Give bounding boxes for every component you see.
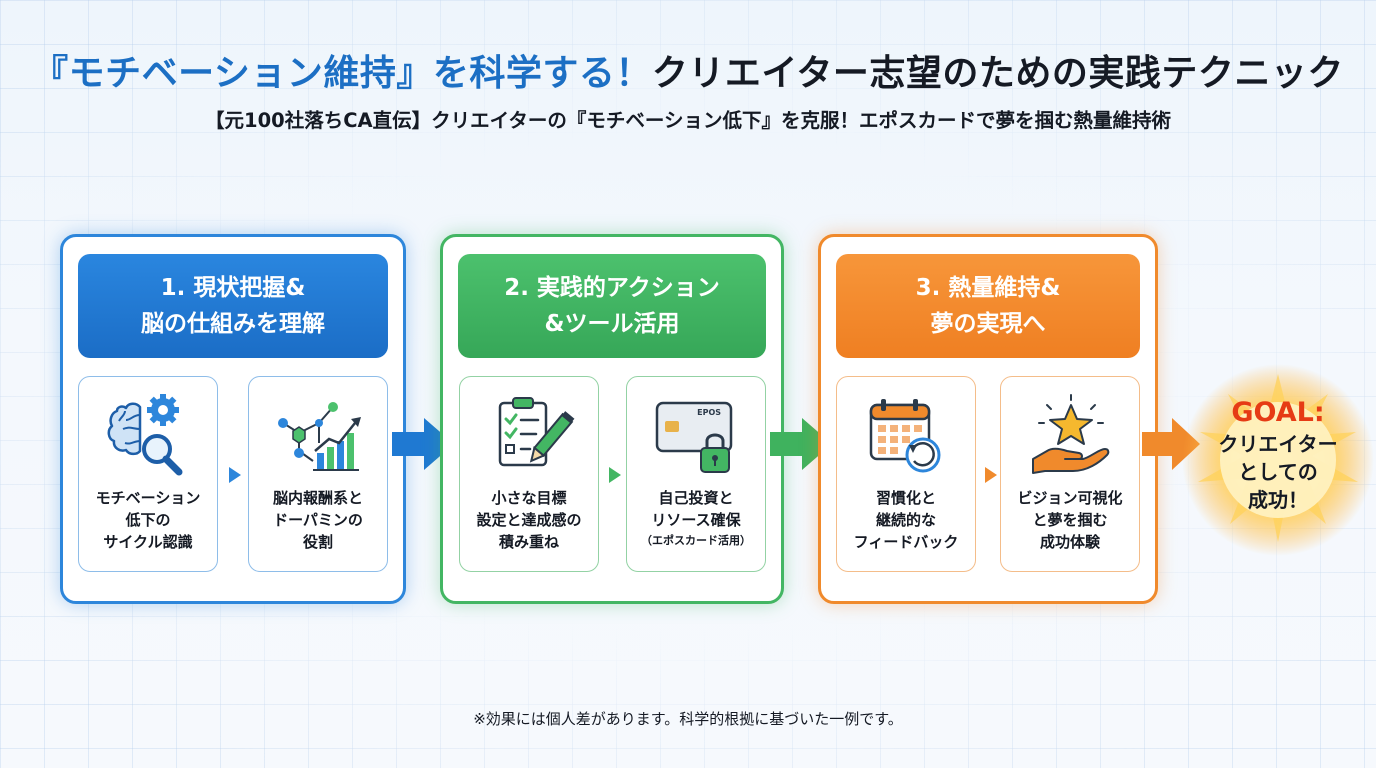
step-2-header-line-1: 2. 実践的アクション bbox=[504, 275, 720, 301]
card-brand-label: EPOS bbox=[697, 408, 721, 417]
card-text-line: 継続的な bbox=[875, 511, 936, 529]
card-text-line: 低下の bbox=[125, 511, 171, 529]
card-text-note: （エポスカード活用） bbox=[641, 534, 751, 547]
card-text-line: 脳内報酬系と bbox=[272, 489, 363, 507]
mini-arrow-icon bbox=[229, 467, 241, 483]
goal-badge: GOAL: クリエイター としての 成功！ bbox=[1180, 360, 1376, 560]
card-text: 自己投資と リソース確保 （エポスカード活用） bbox=[631, 487, 761, 551]
hand-star-icon bbox=[1032, 394, 1110, 474]
step-1-card-2: 脳内報酬系と ドーパミンの 役割 bbox=[248, 376, 388, 572]
step-arrow-icon bbox=[392, 418, 454, 470]
mini-arrow-icon bbox=[985, 467, 997, 483]
molecule-growth-chart-icon bbox=[278, 402, 361, 471]
step-3-header-line-1: 3. 熱量維持& bbox=[915, 275, 1061, 301]
step-1-header-line-2: 脳の仕組みを理解 bbox=[141, 311, 325, 337]
card-text-line: と夢を掴む bbox=[1032, 511, 1108, 529]
step-3-card-2: ビジョン可視化 と夢を掴む 成功体験 bbox=[1000, 376, 1140, 572]
step-3-panel: 3. 熱量維持& 夢の実現へ 習慣化と 継続的な フィードバック bbox=[818, 234, 1158, 604]
mini-arrow-icon bbox=[609, 467, 621, 483]
card-text-line: 役割 bbox=[302, 533, 333, 551]
step-2-card-1: 小さな目標 設定と達成感の 積み重ね bbox=[459, 376, 599, 572]
step-3-card-1: 習慣化と 継続的な フィードバック bbox=[836, 376, 976, 572]
card-text: 脳内報酬系と ドーパミンの 役割 bbox=[253, 487, 383, 553]
card-text-line: 積み重ね bbox=[498, 533, 559, 551]
page-subtitle: 【元100社落ちCA直伝】クリエイターの『モチベーション低下』を克服！エポスカー… bbox=[205, 109, 1171, 132]
card-text: モチベーション 低下の サイクル認識 bbox=[83, 487, 213, 553]
step-2-header-line-2: &ツール活用 bbox=[544, 311, 680, 337]
step-2-card-2: EPOS 自己投資と リソース確保 （エポスカード活用） bbox=[626, 376, 766, 572]
card-text-line: モチベーション bbox=[95, 489, 201, 507]
step-1-panel: 1. 現状把握& 脳の仕組みを理解 モチベーション 低下の サイクル認 bbox=[60, 234, 406, 604]
card-text-line: フィードバック bbox=[853, 533, 959, 551]
card-text-line: 習慣化と bbox=[875, 489, 936, 507]
step-2-panel: 2. 実践的アクション &ツール活用 小さな目標 設定と達成感の 積み重ね bbox=[440, 234, 784, 604]
card-text-line: 成功体験 bbox=[1039, 533, 1100, 551]
checklist-pencil-icon bbox=[498, 397, 575, 467]
goal-text: GOAL: クリエイター としての 成功！ bbox=[1180, 396, 1376, 514]
page-title-accent: 『モチベーション維持』を科学する！ bbox=[32, 53, 652, 94]
page-title: 『モチベーション維持』を科学する！クリエイター志望のための実践テクニック bbox=[0, 44, 1376, 96]
card-text: 習慣化と 継続的な フィードバック bbox=[841, 487, 971, 553]
card-text: ビジョン可視化 と夢を掴む 成功体験 bbox=[1005, 487, 1135, 553]
card-text-line: 設定と達成感の bbox=[476, 511, 582, 529]
step-1-header: 1. 現状把握& 脳の仕組みを理解 bbox=[78, 254, 388, 358]
card-text-line: ビジョン可視化 bbox=[1017, 489, 1123, 507]
calendar-refresh-icon bbox=[869, 399, 941, 473]
starburst-icon bbox=[1182, 364, 1374, 556]
goal-line: としての bbox=[1238, 460, 1318, 484]
credit-card-lock-icon: EPOS bbox=[655, 401, 733, 473]
goal-title: GOAL: bbox=[1231, 397, 1325, 428]
step-2-header: 2. 実践的アクション &ツール活用 bbox=[458, 254, 766, 358]
brain-gear-magnifier-icon bbox=[107, 394, 183, 476]
step-1-header-line-1: 1. 現状把握& bbox=[160, 275, 306, 301]
card-text-line: 自己投資と bbox=[658, 489, 734, 507]
card-text-line: リソース確保 bbox=[651, 511, 741, 529]
step-1-card-1: モチベーション 低下の サイクル認識 bbox=[78, 376, 218, 572]
goal-line: クリエイター bbox=[1218, 432, 1338, 456]
step-arrow-icon bbox=[770, 418, 832, 470]
card-text-line: ドーパミンの bbox=[273, 511, 363, 529]
page-title-main: クリエイター志望のための実践テクニック bbox=[651, 53, 1344, 94]
card-text-line: サイクル認識 bbox=[103, 533, 193, 551]
card-text: 小さな目標 設定と達成感の 積み重ね bbox=[464, 487, 594, 553]
card-text-line: 小さな目標 bbox=[491, 489, 567, 507]
goal-line: 成功！ bbox=[1248, 488, 1308, 512]
step-3-header-line-2: 夢の実現へ bbox=[930, 311, 1046, 337]
footnote: ※効果には個人差があります。科学的根拠に基づいた一例です。 bbox=[473, 710, 903, 728]
step-3-header: 3. 熱量維持& 夢の実現へ bbox=[836, 254, 1140, 358]
